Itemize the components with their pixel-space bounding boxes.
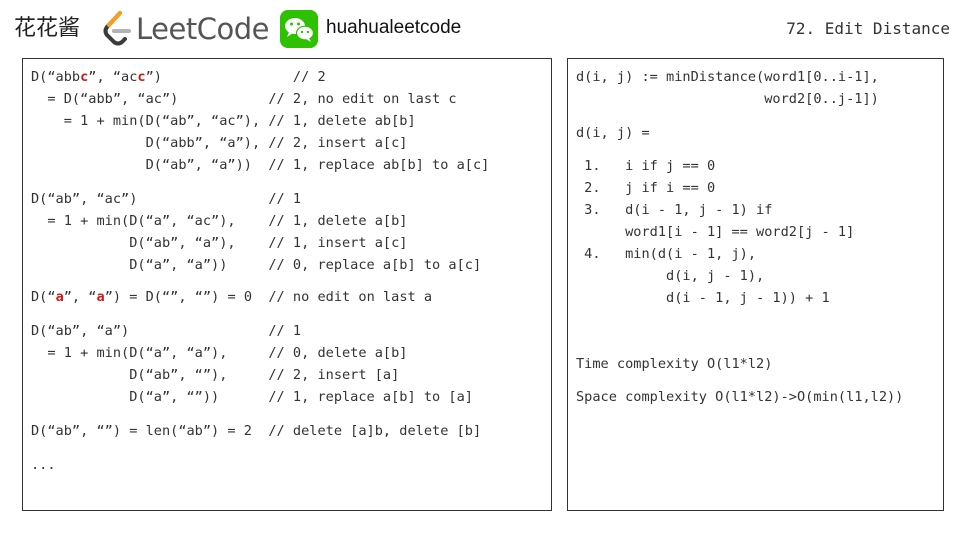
code-line: = D(“abb”, “ac”) // 2, no edit on last c bbox=[31, 89, 457, 109]
code-line: D(“abb”, “a”), // 2, insert a[c] bbox=[31, 133, 408, 153]
wechat-account-name: huahualeetcode bbox=[326, 17, 462, 38]
code-line: D(“a”, “”)) // 1, replace a[b] to [a] bbox=[31, 387, 473, 407]
code-text: D(“ab”, “a”)) // 1, replace ab[b] to a[c… bbox=[31, 157, 490, 173]
code-text: ”, “ bbox=[63, 289, 97, 305]
code-text: D(“a”, “”)) // 1, replace a[b] to [a] bbox=[31, 389, 473, 405]
leetcode-wordmark: LeetCode bbox=[136, 12, 269, 46]
highlighted-char: a bbox=[55, 289, 64, 305]
code-text: D(“ab”, “”), // 2, insert [a] bbox=[31, 367, 400, 383]
code-line: = 1 + min(D(“a”, “a”), // 0, delete a[b] bbox=[31, 343, 407, 363]
code-text: ”, “ac bbox=[88, 69, 138, 85]
recurrence-line: word1[i - 1] == word2[j - 1] bbox=[576, 224, 855, 240]
code-line: = 1 + min(D(“ab”, “ac”), // 1, delete ab… bbox=[31, 111, 416, 131]
highlighted-char: a bbox=[96, 289, 105, 305]
recurrence-panel: d(i, j) := minDistance(word1[0..i-1], wo… bbox=[567, 58, 944, 511]
code-line: D(“abbc”, “acc”) // 2 bbox=[31, 67, 326, 87]
code-text: ... bbox=[31, 457, 56, 473]
code-text: D(“a”, “a”)) // 0, replace a[b] to a[c] bbox=[31, 257, 482, 273]
code-line: = 1 + min(D(“a”, “ac”), // 1, delete a[b… bbox=[31, 211, 407, 231]
recurrence-line: 4. min(d(i - 1, j), bbox=[576, 246, 757, 262]
recurrence-line: 2. j if i == 0 bbox=[576, 180, 716, 196]
code-line: D(“a”, “a”)) // 0, replace a[b] to a[c] bbox=[31, 255, 481, 275]
code-text: D(“ab”, “ac”) // 1 bbox=[31, 191, 302, 207]
recurrence-line: Space complexity O(l1*l2)->O(min(l1,l2)) bbox=[576, 389, 904, 405]
code-text: D(“ab”, “”) = len(“ab”) = 2 // delete [a… bbox=[31, 423, 482, 439]
code-text: D(“ bbox=[31, 289, 56, 305]
recurrence-line: 1. i if j == 0 bbox=[576, 158, 716, 174]
leetcode-logo-icon bbox=[103, 11, 131, 46]
highlighted-char: c bbox=[137, 69, 146, 85]
code-line: D(“ab”, “”) = len(“ab”) = 2 // delete [a… bbox=[31, 421, 481, 441]
code-text: = 1 + min(D(“a”, “ac”), // 1, delete a[b… bbox=[31, 213, 408, 229]
code-line: D(“ab”, “a”) // 1 bbox=[31, 321, 301, 341]
recurrence-line: d(i, j) := minDistance(word1[0..i-1], bbox=[576, 69, 879, 85]
highlighted-char: c bbox=[80, 69, 89, 85]
code-line: D(“ab”, “ac”) // 1 bbox=[31, 189, 301, 209]
code-text: ”) // 2 bbox=[145, 69, 326, 85]
code-text: ”) = D(“”, “”) = 0 // no edit on last a bbox=[104, 289, 433, 305]
code-line: D(“ab”, “a”), // 1, insert a[c] bbox=[31, 233, 407, 253]
recurrence-line: d(i, j - 1), bbox=[576, 268, 765, 284]
recurrence-line: Time complexity O(l1*l2) bbox=[576, 356, 773, 372]
code-text: D(“ab”, “a”) // 1 bbox=[31, 323, 302, 339]
code-line: ... bbox=[31, 455, 56, 475]
recurrence-line: word2[0..j-1]) bbox=[576, 91, 879, 107]
code-line: D(“ab”, “a”)) // 1, replace ab[b] to a[c… bbox=[31, 155, 490, 175]
recurrence-line: d(i - 1, j - 1)) + 1 bbox=[576, 290, 830, 306]
code-text: = D(“abb”, “ac”) // 2, no edit on last c bbox=[31, 91, 457, 107]
recurrence-line: 3. d(i - 1, j - 1) if bbox=[576, 202, 773, 218]
brand-title: 花花酱 bbox=[14, 16, 81, 41]
code-text: D(“ab”, “a”), // 1, insert a[c] bbox=[31, 235, 408, 251]
code-text: = 1 + min(D(“ab”, “ac”), // 1, delete ab… bbox=[31, 113, 416, 129]
code-text: D(“abb bbox=[31, 69, 81, 85]
problem-title: 72. Edit Distance bbox=[786, 19, 950, 38]
recurrence-line: d(i, j) = bbox=[576, 125, 650, 141]
recursion-example-panel: D(“abbc”, “acc”) // 2 = D(“abb”, “ac”) /… bbox=[22, 58, 552, 511]
code-line: D(“ab”, “”), // 2, insert [a] bbox=[31, 365, 399, 385]
code-text: = 1 + min(D(“a”, “a”), // 0, delete a[b] bbox=[31, 345, 408, 361]
code-text: D(“abb”, “a”), // 2, insert a[c] bbox=[31, 135, 408, 151]
wechat-icon bbox=[280, 10, 318, 48]
code-line: D(“a”, “a”) = D(“”, “”) = 0 // no edit o… bbox=[31, 287, 432, 307]
